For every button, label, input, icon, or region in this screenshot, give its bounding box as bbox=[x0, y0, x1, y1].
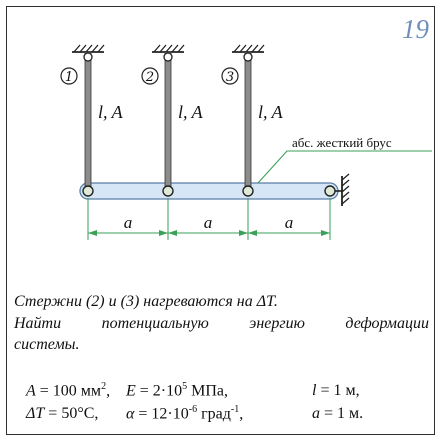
span-label-2: a bbox=[204, 213, 213, 232]
rod-1-bottom-hinge bbox=[82, 185, 94, 197]
task-statement: Стержни (2) и (3) нагреваются на ΔT. Най… bbox=[14, 291, 429, 356]
rod-1-top-hinge bbox=[83, 52, 93, 62]
ceiling-support-2 bbox=[152, 44, 185, 53]
rod-2-bottom-hinge bbox=[162, 185, 174, 197]
param-temperature: ΔT = 50°C, bbox=[26, 405, 99, 423]
span-label-3: a bbox=[285, 213, 294, 232]
rod-number-circle-1 bbox=[60, 67, 78, 85]
rod-number-3: 3 bbox=[226, 70, 234, 85]
task-word: энергию bbox=[249, 314, 305, 332]
param-length: l = 1 м, bbox=[312, 382, 360, 400]
rod-number-circle-3 bbox=[221, 67, 239, 85]
rod-2 bbox=[164, 51, 172, 192]
rigid-beam bbox=[79, 182, 339, 200]
rod-2-top-hinge bbox=[163, 52, 173, 62]
beam-label-leader bbox=[257, 150, 432, 184]
task-word: потенциальную bbox=[101, 314, 209, 332]
rod-number-circle-2 bbox=[141, 67, 159, 85]
task-line-2: Найти потенциальную энергию деформации bbox=[14, 313, 429, 335]
beam-end-hinge bbox=[324, 185, 336, 197]
ceiling-support-1 bbox=[72, 44, 105, 53]
rod-label-3: l, A bbox=[258, 102, 284, 122]
rod-label-2: l, A bbox=[178, 102, 204, 122]
rod-number-1: 1 bbox=[65, 70, 73, 85]
params-row-2: ΔT = 50°C, α = 12·10-6 град-1, a = 1 м. bbox=[26, 404, 422, 427]
dimension-arrows bbox=[88, 230, 330, 236]
rod-label-1: l, A bbox=[98, 102, 124, 122]
param-modulus: E = 2·105 МПа, bbox=[126, 381, 229, 400]
rod-3-top-hinge bbox=[243, 52, 253, 62]
wall-support bbox=[335, 173, 350, 206]
structure-diagram: 1 2 3 l, A l, A l, A абс. жесткий брус a… bbox=[60, 44, 432, 240]
rod-3 bbox=[244, 51, 252, 192]
param-area: A = 100 мм2, bbox=[26, 381, 111, 400]
param-alpha: α = 12·10-6 град-1, bbox=[126, 404, 244, 423]
frame bbox=[6, 6, 435, 435]
task-word: Найти bbox=[14, 314, 62, 332]
param-span: a = 1 м. bbox=[312, 405, 364, 423]
span-label-1: a bbox=[124, 213, 133, 232]
rod-3-bottom-hinge bbox=[242, 185, 254, 197]
task-word: деформации bbox=[345, 314, 429, 332]
problem-number: 19 bbox=[402, 14, 429, 44]
task-line-1: Стержни (2) и (3) нагреваются на ΔT. bbox=[14, 293, 278, 310]
params-row-1: A = 100 мм2, E = 2·105 МПа, l = 1 м, bbox=[26, 381, 422, 404]
beam-label: абс. жесткий брус bbox=[292, 135, 392, 150]
ceiling-support-3 bbox=[232, 44, 265, 53]
task-line-3: системы. bbox=[14, 336, 80, 354]
rod-1 bbox=[84, 51, 92, 192]
given-parameters: A = 100 мм2, E = 2·105 МПа, l = 1 м, ΔT … bbox=[26, 381, 422, 427]
rod-number-2: 2 bbox=[145, 70, 154, 85]
